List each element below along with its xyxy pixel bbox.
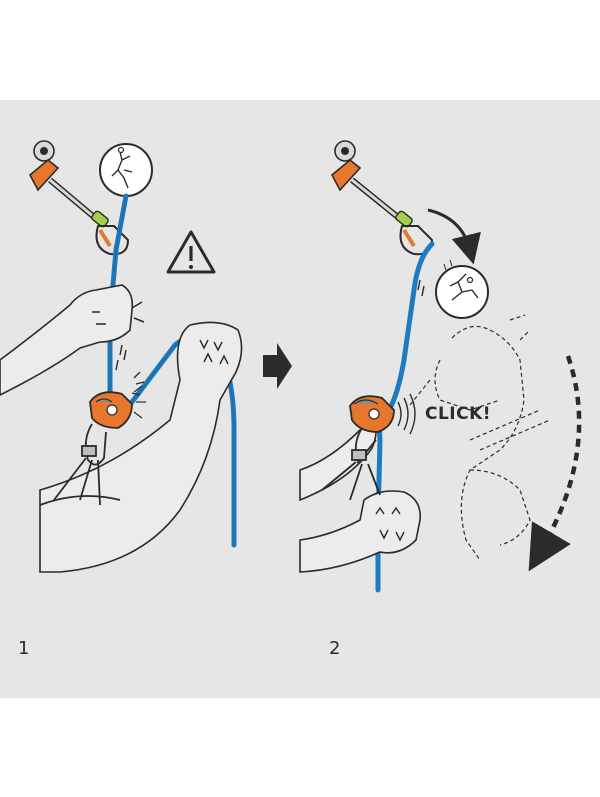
belayer-arm-left-1 <box>0 284 145 396</box>
warning-icon <box>166 230 216 274</box>
belayer-arm-right-1 <box>39 321 243 573</box>
click-marks-1 <box>133 385 146 419</box>
arrow-right-icon <box>263 343 292 389</box>
bolt-hanger-2 <box>334 140 356 162</box>
fall-path-arrow-icon <box>528 355 582 572</box>
curved-arrow-icon <box>427 208 481 265</box>
falling-climber-icon <box>435 259 489 319</box>
climber-icon <box>99 143 153 197</box>
click-label: CLICK! <box>425 404 492 424</box>
click-sound-waves <box>397 393 416 435</box>
harness-carabiner-1 <box>39 423 121 506</box>
step-number-1: 1 <box>18 638 30 659</box>
quickdraw-2 <box>330 158 434 256</box>
belay-device-2 <box>349 395 395 433</box>
harness-carabiner-2 <box>321 427 381 501</box>
quickdraw-1 <box>28 158 130 256</box>
climber-silhouette-dashed <box>409 314 551 561</box>
belay-device-1 <box>89 391 133 429</box>
step-number-2: 2 <box>329 638 341 659</box>
motion-lines-2 <box>417 279 425 297</box>
motion-lines-1 <box>115 344 145 396</box>
panel-1 <box>0 140 243 573</box>
panel-2 <box>299 140 582 593</box>
bolt-hanger-1 <box>33 140 55 162</box>
belayer-arm-2 <box>299 418 421 573</box>
